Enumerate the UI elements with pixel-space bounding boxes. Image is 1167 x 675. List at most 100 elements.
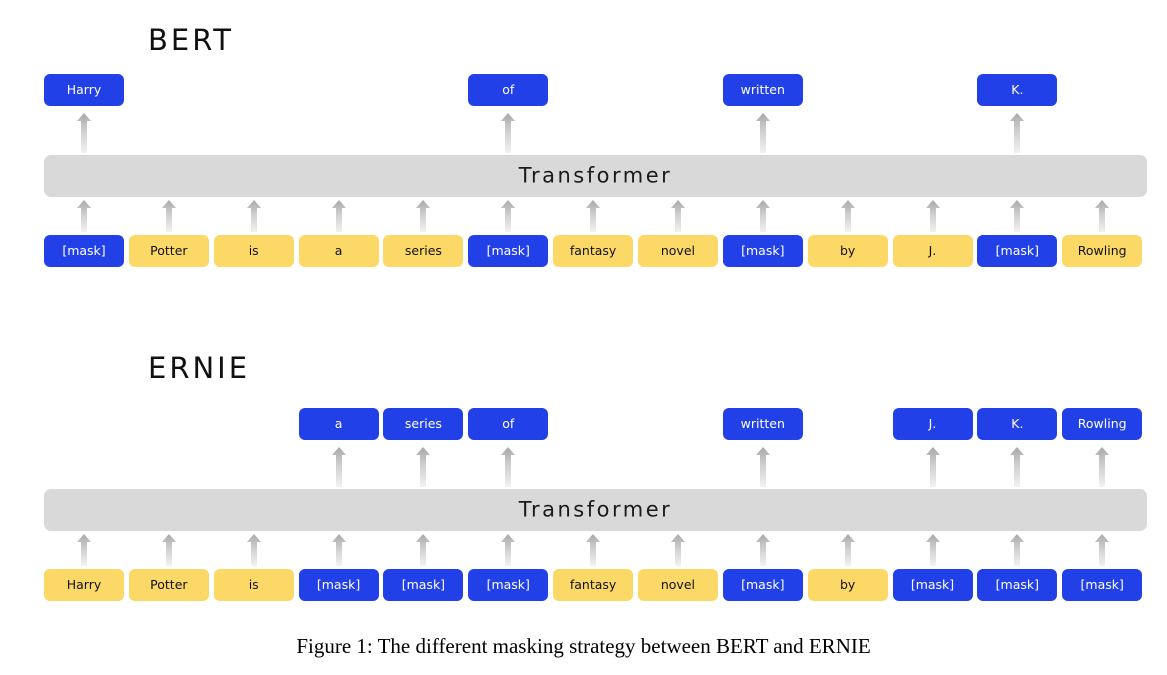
token-label: [mask] <box>995 242 1040 258</box>
token-label: written <box>740 81 785 97</box>
bert-output-token: written <box>722 74 803 106</box>
input-arrow-icon <box>500 534 516 566</box>
token-label: by <box>839 576 856 592</box>
token-label: Rowling <box>1077 415 1127 431</box>
output-arrow-icon <box>415 447 431 487</box>
token-label: [mask] <box>62 242 106 258</box>
token-label: [mask] <box>910 576 955 592</box>
output-arrow-icon <box>1009 447 1025 487</box>
token-label: Rowling <box>1077 242 1127 258</box>
input-arrow-icon <box>925 200 941 232</box>
input-arrow-icon <box>246 534 262 566</box>
ernie-output-token: Rowling <box>1062 408 1143 440</box>
token-label: Harry <box>66 81 102 97</box>
input-arrow-icon <box>76 534 92 566</box>
ernie-output-token: of <box>468 408 549 440</box>
token-label: of <box>502 415 515 431</box>
input-arrow-icon <box>331 200 347 232</box>
input-arrow-icon <box>1094 200 1110 232</box>
output-arrow-icon <box>500 447 516 487</box>
token-label: [mask] <box>1080 576 1124 592</box>
token-label: written <box>740 415 785 431</box>
output-arrow-icon <box>331 447 347 487</box>
bert-input-token: is <box>213 235 294 267</box>
ernie-input-token: novel <box>637 569 718 601</box>
input-arrow-icon <box>161 200 177 232</box>
token-label: [mask] <box>741 576 785 592</box>
ernie-input-token: Harry <box>44 569 124 601</box>
token-label: [mask] <box>995 576 1040 592</box>
bert-input-token: novel <box>637 235 718 267</box>
bert-input-token: [mask] <box>722 235 803 267</box>
ernie-input-token: [mask] <box>1062 569 1143 601</box>
token-label: is <box>248 242 259 258</box>
ernie-input-token: by <box>807 569 888 601</box>
figure-caption: Figure 1: The different masking strategy… <box>296 634 871 658</box>
input-arrow-icon <box>585 534 601 566</box>
bert-input-token: by <box>807 235 888 267</box>
ernie-output-token: series <box>383 408 464 440</box>
input-arrow-icon <box>76 200 92 232</box>
transformer-label-ernie: Transformer <box>518 497 673 522</box>
token-label: [mask] <box>741 242 785 258</box>
transformer-label-bert: Transformer <box>518 163 673 188</box>
output-arrow-icon <box>1094 447 1110 487</box>
ernie-input-token: [mask] <box>722 569 803 601</box>
token-label: is <box>248 576 259 592</box>
input-arrow-icon <box>840 534 856 566</box>
input-arrow-icon <box>500 200 516 232</box>
transformer-block-bert: Transformer <box>44 155 1147 197</box>
bert-input-token: J. <box>892 235 973 267</box>
input-arrow-icon <box>670 534 686 566</box>
input-arrow-icon <box>415 534 431 566</box>
output-arrow-icon <box>755 447 771 487</box>
input-arrow-icon <box>415 200 431 232</box>
ernie-output-token: J. <box>892 408 973 440</box>
ernie-output-token: K. <box>977 408 1058 440</box>
token-label: novel <box>660 576 695 592</box>
bert-input-token: [mask] <box>468 235 549 267</box>
token-label: of <box>502 81 515 97</box>
output-arrow-icon <box>76 113 92 153</box>
input-arrow-icon <box>1009 200 1025 232</box>
token-label: [mask] <box>486 242 530 258</box>
input-arrow-icon <box>840 200 856 232</box>
output-arrow-icon <box>1009 113 1025 153</box>
input-arrow-icon <box>670 200 686 232</box>
ernie-input-token: Potter <box>128 569 209 601</box>
ernie-input-token: fantasy <box>553 569 634 601</box>
transformer-block-ernie: Transformer <box>44 489 1147 531</box>
bert-input-token: series <box>383 235 464 267</box>
token-label: Potter <box>150 576 188 592</box>
token-label: J. <box>928 242 937 258</box>
ernie-output-token: written <box>722 408 803 440</box>
token-label: K. <box>1011 415 1024 431</box>
token-label: [mask] <box>401 576 446 592</box>
section-title-ernie: ERNIE <box>148 351 251 385</box>
token-label: by <box>839 242 856 258</box>
input-arrow-icon <box>161 534 177 566</box>
bert-input-token: [mask] <box>44 235 124 267</box>
token-label: novel <box>660 242 695 258</box>
token-label: series <box>404 415 442 431</box>
output-arrow-icon <box>500 113 516 153</box>
input-arrow-icon <box>246 200 262 232</box>
token-label: J. <box>928 415 937 431</box>
input-arrow-icon <box>755 200 771 232</box>
bert-input-token: Potter <box>128 235 209 267</box>
ernie-output-token: a <box>298 408 379 440</box>
token-label: K. <box>1011 81 1024 97</box>
bert-output-token: Harry <box>44 74 124 106</box>
ernie-input-token: [mask] <box>383 569 464 601</box>
token-label: [mask] <box>486 576 530 592</box>
token-label: fantasy <box>569 242 617 258</box>
token-label: Harry <box>66 576 102 592</box>
token-label: a <box>334 415 343 431</box>
bert-input-token: Rowling <box>1062 235 1143 267</box>
ernie-input-token: [mask] <box>892 569 973 601</box>
token-label: series <box>404 242 442 258</box>
bert-input-token: [mask] <box>977 235 1058 267</box>
bert-output-token: K. <box>977 74 1058 106</box>
token-label: Potter <box>150 242 188 258</box>
